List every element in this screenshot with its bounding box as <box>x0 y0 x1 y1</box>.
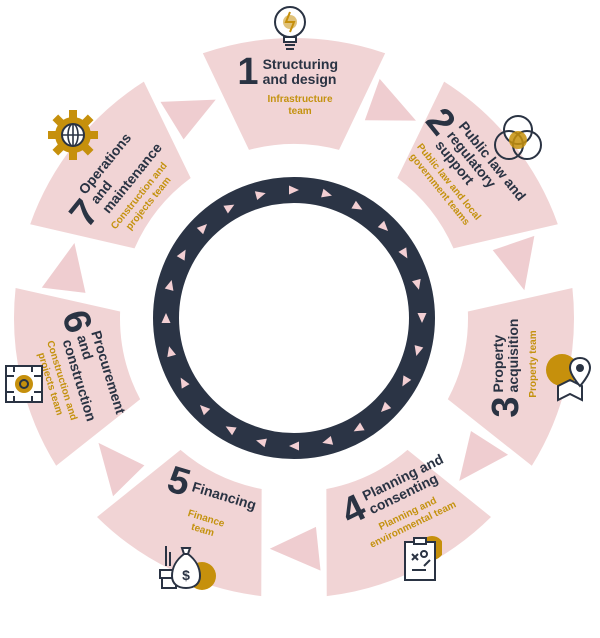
step-3-label: 3 Property acquisition Property team <box>485 296 552 432</box>
ring-arrow-mark <box>254 191 266 201</box>
connector-arrow-2 <box>492 235 535 291</box>
connector-arrow-6 <box>41 243 86 293</box>
clipboard-plan-icon <box>404 536 442 581</box>
step-3-panel <box>447 288 574 466</box>
ring-arrow-mark <box>289 441 299 451</box>
map-pin-icon <box>546 354 592 402</box>
connector-arrow-1 <box>364 78 416 121</box>
step-6-panel <box>13 288 141 466</box>
connector-arrow-4 <box>269 526 321 571</box>
step-2-panel <box>397 81 558 249</box>
step-1-number: 1 <box>237 51 259 93</box>
money-bag-icon: $ <box>159 546 216 590</box>
step-1-panel <box>202 37 386 150</box>
ring-arrow-mark <box>161 313 171 323</box>
connector-arrow-7 <box>160 99 216 140</box>
ring-arrow-mark <box>223 204 235 214</box>
venn-circles-icon <box>494 115 542 160</box>
svg-text:$: $ <box>182 567 190 583</box>
ring-arrow-mark <box>377 220 389 232</box>
step-4-panel <box>326 449 492 597</box>
step-1-title: Structuring and design <box>262 56 339 87</box>
step-5-title: Financing <box>190 477 259 513</box>
ring-arrow-mark <box>196 223 208 235</box>
ring-arrow-mark <box>167 346 177 358</box>
ring-arrow-mark <box>289 185 299 195</box>
ring-arrow-mark <box>180 377 190 389</box>
ring-arrow-mark <box>351 200 363 210</box>
step-7-panel <box>30 81 191 249</box>
ring-arrow-mark <box>322 435 334 445</box>
ring-arrow-mark <box>380 401 392 413</box>
ring-arrow-mark <box>256 438 267 448</box>
connector-arrow-3 <box>459 431 509 481</box>
ring-arrow-mark <box>176 249 186 261</box>
step-3-team: Property team <box>528 330 539 398</box>
ring-arrow-mark <box>353 422 365 432</box>
step-1-team: Infrastructure team <box>267 94 333 117</box>
ring-arrow-mark <box>225 426 237 436</box>
step-5-panel <box>96 449 262 597</box>
ring-arrow-mark <box>321 188 332 198</box>
ring-arrow-mark <box>398 247 408 259</box>
ring-arrow-mark <box>164 280 174 291</box>
ring-arrow-mark <box>411 278 421 290</box>
step-5-number: 5 <box>162 458 195 505</box>
ring-arrow-mark <box>414 345 424 356</box>
lightbulb-icon <box>274 6 306 50</box>
ring-arrow-mark <box>199 404 211 416</box>
step-3-title: Property acquisition <box>490 318 521 393</box>
blueprint-target-icon <box>5 365 43 403</box>
connector-arrow-5 <box>98 442 145 497</box>
step-1-label: 1 Structuring and design Infrastructure … <box>232 51 368 118</box>
step-3-number: 3 <box>485 396 527 418</box>
gear-globe-icon <box>48 110 98 160</box>
ring-arrow-mark <box>402 375 412 387</box>
ring-arrow-mark <box>417 313 427 323</box>
